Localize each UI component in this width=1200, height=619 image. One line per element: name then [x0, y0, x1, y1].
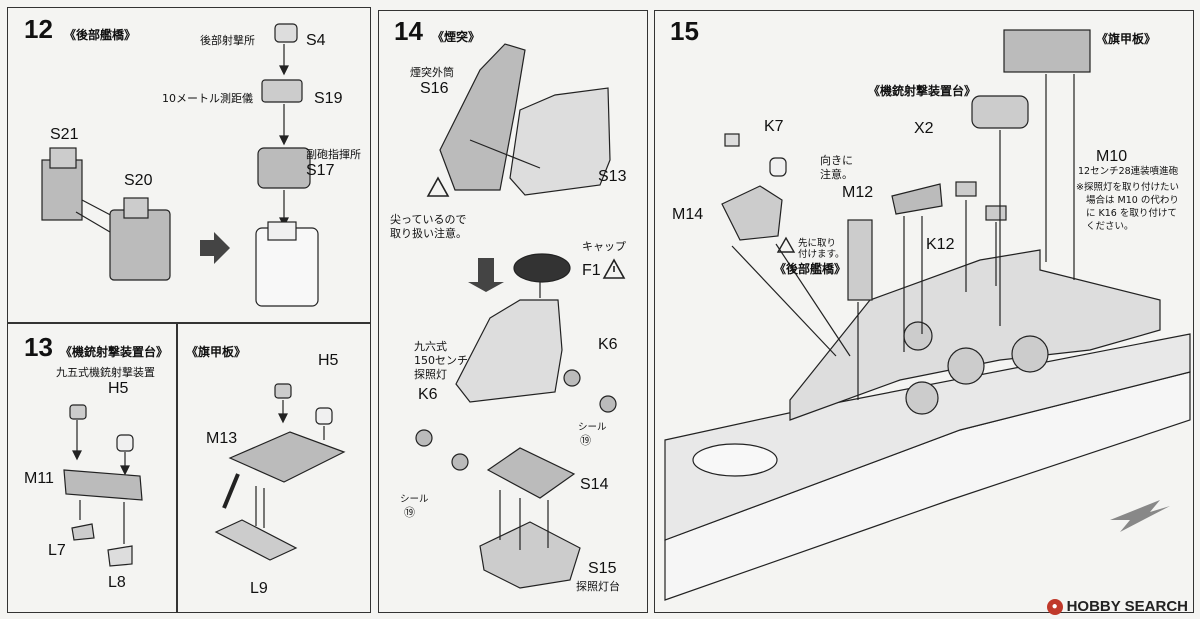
light-desc2: 150センチ	[414, 354, 468, 367]
s17-desc: 副砲指揮所	[306, 148, 361, 161]
first-note2: 付けます。	[798, 249, 845, 260]
step15-drawing	[664, 29, 1191, 601]
m11-desc: 九五式機銃射撃装置	[56, 366, 155, 379]
step13-divider	[176, 323, 178, 613]
step12-title: 《後部艦橋》	[64, 28, 137, 42]
watermark-text: HOBBY SEARCH	[1066, 597, 1188, 615]
label-k12: K12	[926, 236, 955, 253]
step15-title-flag: 《旗甲板》	[1096, 32, 1157, 46]
m10-note3: に K16 を取り付けて	[1086, 208, 1177, 219]
m10-note1: ※探照灯を取り付けたい	[1076, 182, 1179, 193]
label-s20: S20	[124, 172, 153, 189]
label-l9: L9	[250, 580, 268, 597]
label-s21: S21	[50, 126, 79, 143]
seal-label-right: シール	[578, 422, 607, 433]
watermark: ●HOBBY SEARCH	[1046, 597, 1188, 615]
label-s19: S19	[314, 90, 343, 107]
caution-line1: 尖っているので	[390, 213, 467, 226]
step15-panel	[654, 10, 1194, 613]
step14-number: 14	[394, 16, 423, 46]
caution-line2: 取り扱い注意。	[390, 227, 467, 240]
orient-note1: 向きに	[820, 154, 853, 167]
label-k7: K7	[764, 118, 784, 135]
light-desc3: 探照灯	[414, 368, 447, 381]
step12-number: 12	[24, 14, 53, 44]
light-desc1: 九六式	[414, 340, 447, 353]
cap-desc: キャップ	[582, 240, 626, 253]
rear-bridge-ref: 《後部艦橋》	[774, 262, 847, 276]
step14-drawing	[415, 43, 617, 589]
seal-number-left: ⑲	[404, 506, 415, 519]
s15-desc: 探照灯台	[576, 580, 620, 593]
s4-desc: 後部射撃所	[200, 34, 255, 47]
label-s16: S16	[420, 80, 449, 97]
first-note1: 先に取り	[798, 238, 837, 249]
label-h5a: H5	[108, 380, 129, 397]
step13-drawing	[63, 383, 346, 567]
s19-desc: 10メートル測距儀	[162, 92, 253, 105]
step13-title: 《機銃射撃装置台》	[60, 345, 169, 359]
label-h5b: H5	[318, 352, 339, 369]
step15-title-mg: 《機銃射撃装置台》	[868, 84, 977, 98]
step13-title2: 《旗甲板》	[186, 345, 247, 359]
label-x2: X2	[914, 120, 934, 137]
label-k6b: K6	[598, 336, 618, 353]
label-m12: M12	[842, 184, 874, 201]
step14-title: 《煙突》	[432, 30, 481, 44]
step12-panel	[7, 7, 371, 323]
m10-note2: 場合は M10 の代わり	[1086, 195, 1179, 206]
seal-number-right: ⑲	[580, 434, 591, 447]
label-k6a: K6	[418, 386, 438, 403]
orient-note2: 注意。	[820, 168, 853, 181]
m10-note4: ください。	[1086, 221, 1134, 232]
label-l8: L8	[108, 574, 126, 591]
seal-label-left: シール	[400, 494, 429, 505]
label-s15: S15	[588, 560, 617, 577]
label-s17: S17	[306, 162, 335, 179]
label-f1: F1	[582, 262, 601, 279]
hobby-search-logo-icon: ●	[1046, 599, 1063, 615]
label-m14: M14	[672, 206, 704, 223]
s16-desc: 煙突外筒	[410, 66, 454, 79]
step13-panel	[7, 323, 371, 613]
label-m10: M10	[1096, 148, 1128, 165]
step13-number: 13	[24, 332, 53, 362]
label-s13: S13	[598, 168, 627, 185]
label-s14: S14	[580, 476, 609, 493]
label-s4: S4	[306, 32, 326, 49]
label-l7: L7	[48, 542, 66, 559]
m10-desc: 12センチ28連装噴進砲	[1078, 166, 1179, 177]
step15-number: 15	[670, 16, 699, 46]
label-m11: M11	[24, 470, 54, 487]
step14-panel	[378, 10, 648, 613]
label-m13: M13	[206, 430, 238, 447]
step12-drawing	[41, 23, 319, 307]
